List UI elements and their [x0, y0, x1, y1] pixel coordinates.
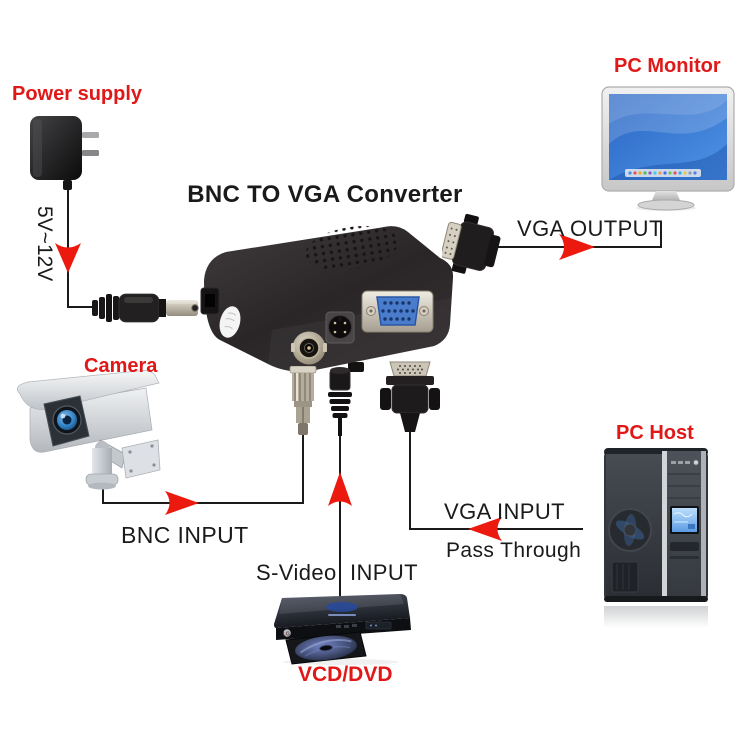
voltage-label: 5V~12V	[33, 206, 56, 282]
svideo-input-up-arrow	[328, 472, 352, 506]
plug-prong-bottom	[82, 150, 99, 156]
vga-output-connector-illustration	[442, 214, 501, 274]
diagram-title: BNC TO VGA Converter	[187, 181, 463, 208]
bluray-logo	[326, 602, 358, 612]
svideo-connector-illustration	[328, 367, 352, 436]
monitor-illustration	[601, 86, 735, 211]
vga-output-right-arrow	[559, 234, 595, 260]
round-sticker	[219, 306, 241, 338]
svideo-label: S-Video	[256, 560, 337, 585]
vga-output-label: VGA OUTPUT	[517, 216, 663, 241]
svideo-port	[325, 311, 355, 344]
wire-power-horizontal	[67, 306, 97, 308]
bnc-input-label: BNC INPUT	[121, 522, 249, 548]
speaker-grille	[305, 225, 399, 271]
dvd-player-illustration: LG	[274, 594, 411, 665]
wire-vga-out-riser	[660, 222, 662, 248]
vga-input-left-arrow	[468, 517, 502, 541]
power-down-arrow	[55, 243, 81, 273]
brand-logo: LG	[283, 631, 290, 637]
dock-bar	[625, 169, 701, 177]
vga-port	[361, 290, 434, 333]
power-supply-label: Power supply	[12, 83, 143, 105]
camera-illustration	[17, 370, 161, 490]
pc-monitor-label: PC Monitor	[614, 55, 721, 77]
power-button	[693, 459, 699, 466]
pc-host-illustration	[604, 448, 708, 628]
bnc-input-right-arrow	[165, 491, 199, 515]
converter-illustration	[200, 225, 454, 372]
pc-host-label: PC Host	[616, 422, 694, 444]
pass-through-label: Pass Through	[446, 539, 582, 562]
wire-svideo-vertical	[339, 430, 341, 598]
power-adapter-illustration	[30, 116, 99, 190]
vga-input-connector-illustration	[380, 361, 440, 432]
vcd-dvd-label: VCD/DVD	[298, 663, 393, 686]
wire-power-vertical	[67, 186, 69, 308]
monitor-screen	[609, 94, 727, 180]
plug-prong-top	[82, 132, 99, 138]
svideo-input-label: INPUT	[350, 560, 418, 585]
dc-plug-illustration	[92, 293, 199, 323]
wire-camera-drop	[102, 486, 104, 504]
bnc-port	[291, 331, 327, 365]
bnc-connector-illustration	[289, 366, 317, 435]
vga-input-label: VGA INPUT	[444, 499, 565, 524]
wire-bnc-riser	[302, 434, 304, 504]
wire-vga-in-vertical	[409, 430, 411, 530]
wire-bnc-horizontal	[102, 502, 304, 504]
camera-label: Camera	[84, 355, 158, 377]
